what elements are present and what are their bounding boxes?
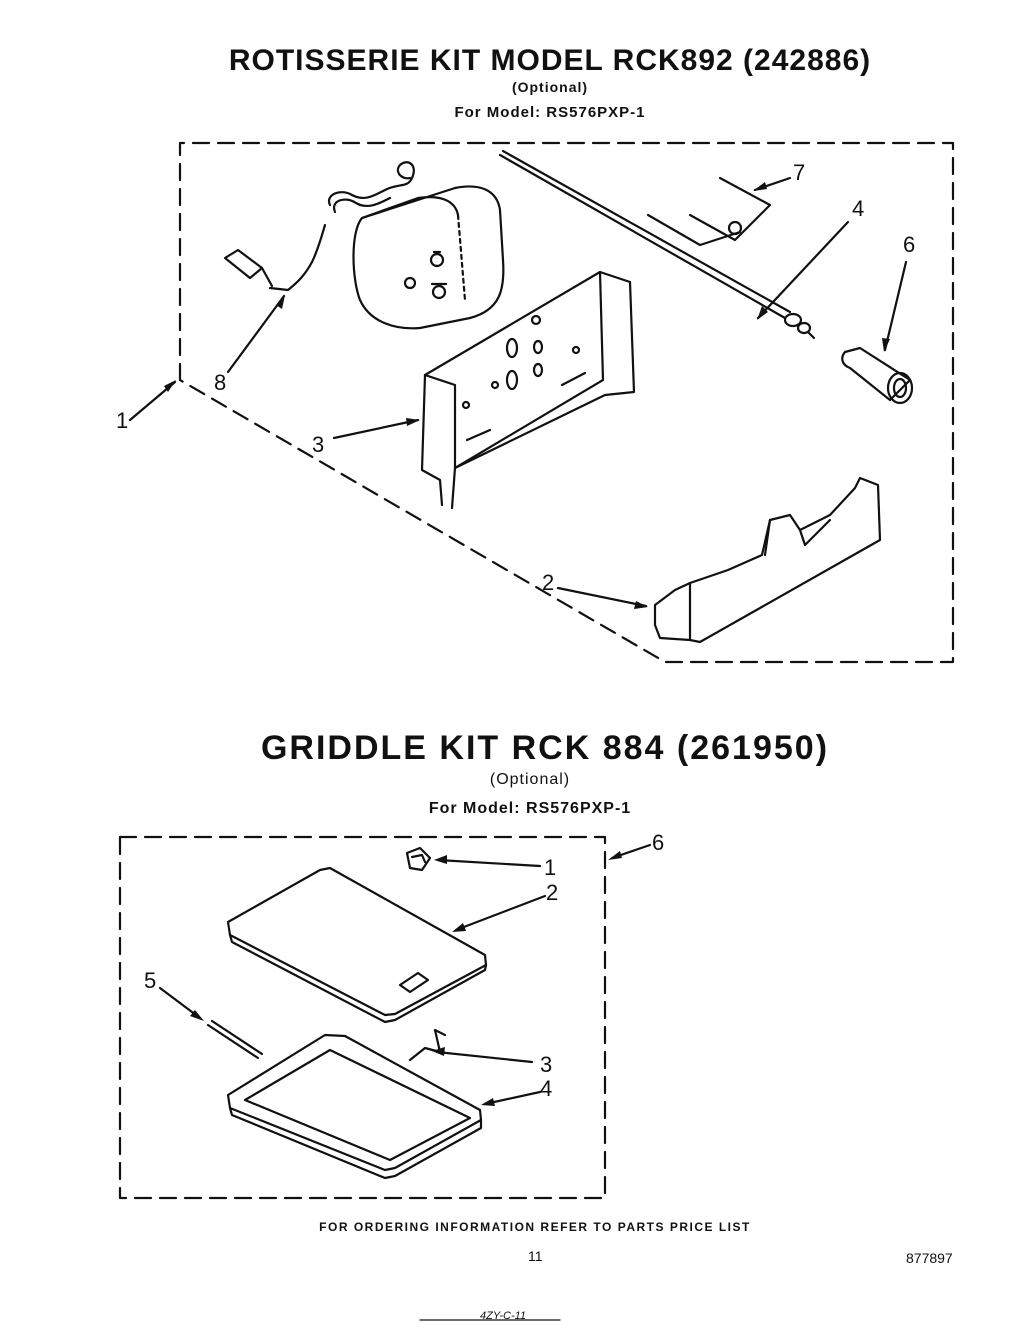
handwritten-note: 4ZY-C-11	[480, 1310, 527, 1322]
rotisserie-callout-8: 8	[214, 370, 227, 395]
page-number: 11	[528, 1248, 543, 1264]
spit-holder-clip	[646, 176, 772, 247]
rotisserie-motor	[352, 185, 505, 330]
griddle-callout-6: 6	[652, 830, 665, 855]
griddle-optional-label: (Optional)	[489, 771, 571, 788]
rotisserie-arrowheads	[164, 182, 890, 609]
griddle-callout-2: 2	[546, 880, 559, 905]
griddle-kit-boundary	[118, 835, 607, 1200]
griddle-model-label: For Model: RS576PXP-1	[428, 800, 632, 817]
griddle-leader-lines	[158, 843, 652, 1106]
rotisserie-bracket	[420, 270, 636, 510]
griddle-clip	[408, 1028, 447, 1062]
griddle-handle-clip	[405, 846, 432, 872]
rotisserie-kit-boundary	[178, 141, 955, 664]
rotisserie-optional-label: (Optional)	[511, 79, 589, 95]
rotisserie-callout-7: 7	[793, 160, 806, 185]
ordering-information-note: FOR ORDERING INFORMATION REFER TO PARTS …	[319, 1220, 751, 1234]
griddle-callout-4: 4	[540, 1076, 553, 1101]
griddle-pin	[206, 1019, 264, 1060]
griddle-callout-3: 3	[540, 1052, 553, 1077]
griddle-callout-1: 1	[544, 855, 557, 880]
rotisserie-leader-lines	[128, 176, 908, 608]
document-number: 877897	[906, 1250, 953, 1266]
motor-power-cord	[223, 161, 415, 292]
rotisserie-callout-4: 4	[852, 196, 865, 221]
rotisserie-support	[653, 476, 882, 644]
griddle-title: GRIDDLE KIT RCK 884 (261950)	[260, 729, 830, 767]
griddle-callout-5: 5	[144, 968, 157, 993]
rotisserie-handle-knob	[841, 346, 914, 405]
rotisserie-model-label: For Model: RS576PXP-1	[454, 104, 646, 121]
griddle-drip-pan	[226, 1033, 483, 1180]
griddle-arrowheads	[190, 851, 622, 1106]
rotisserie-callout-6: 6	[903, 232, 916, 257]
griddle-plate	[226, 866, 488, 1024]
rotisserie-callout-3: 3	[312, 432, 325, 457]
rotisserie-callout-1: 1	[116, 408, 129, 433]
rotisserie-callout-2: 2	[542, 570, 555, 595]
rotisserie-title: ROTISSERIE KIT MODEL RCK892 (242886)	[228, 44, 872, 77]
rotisserie-spit-rod	[498, 149, 816, 340]
